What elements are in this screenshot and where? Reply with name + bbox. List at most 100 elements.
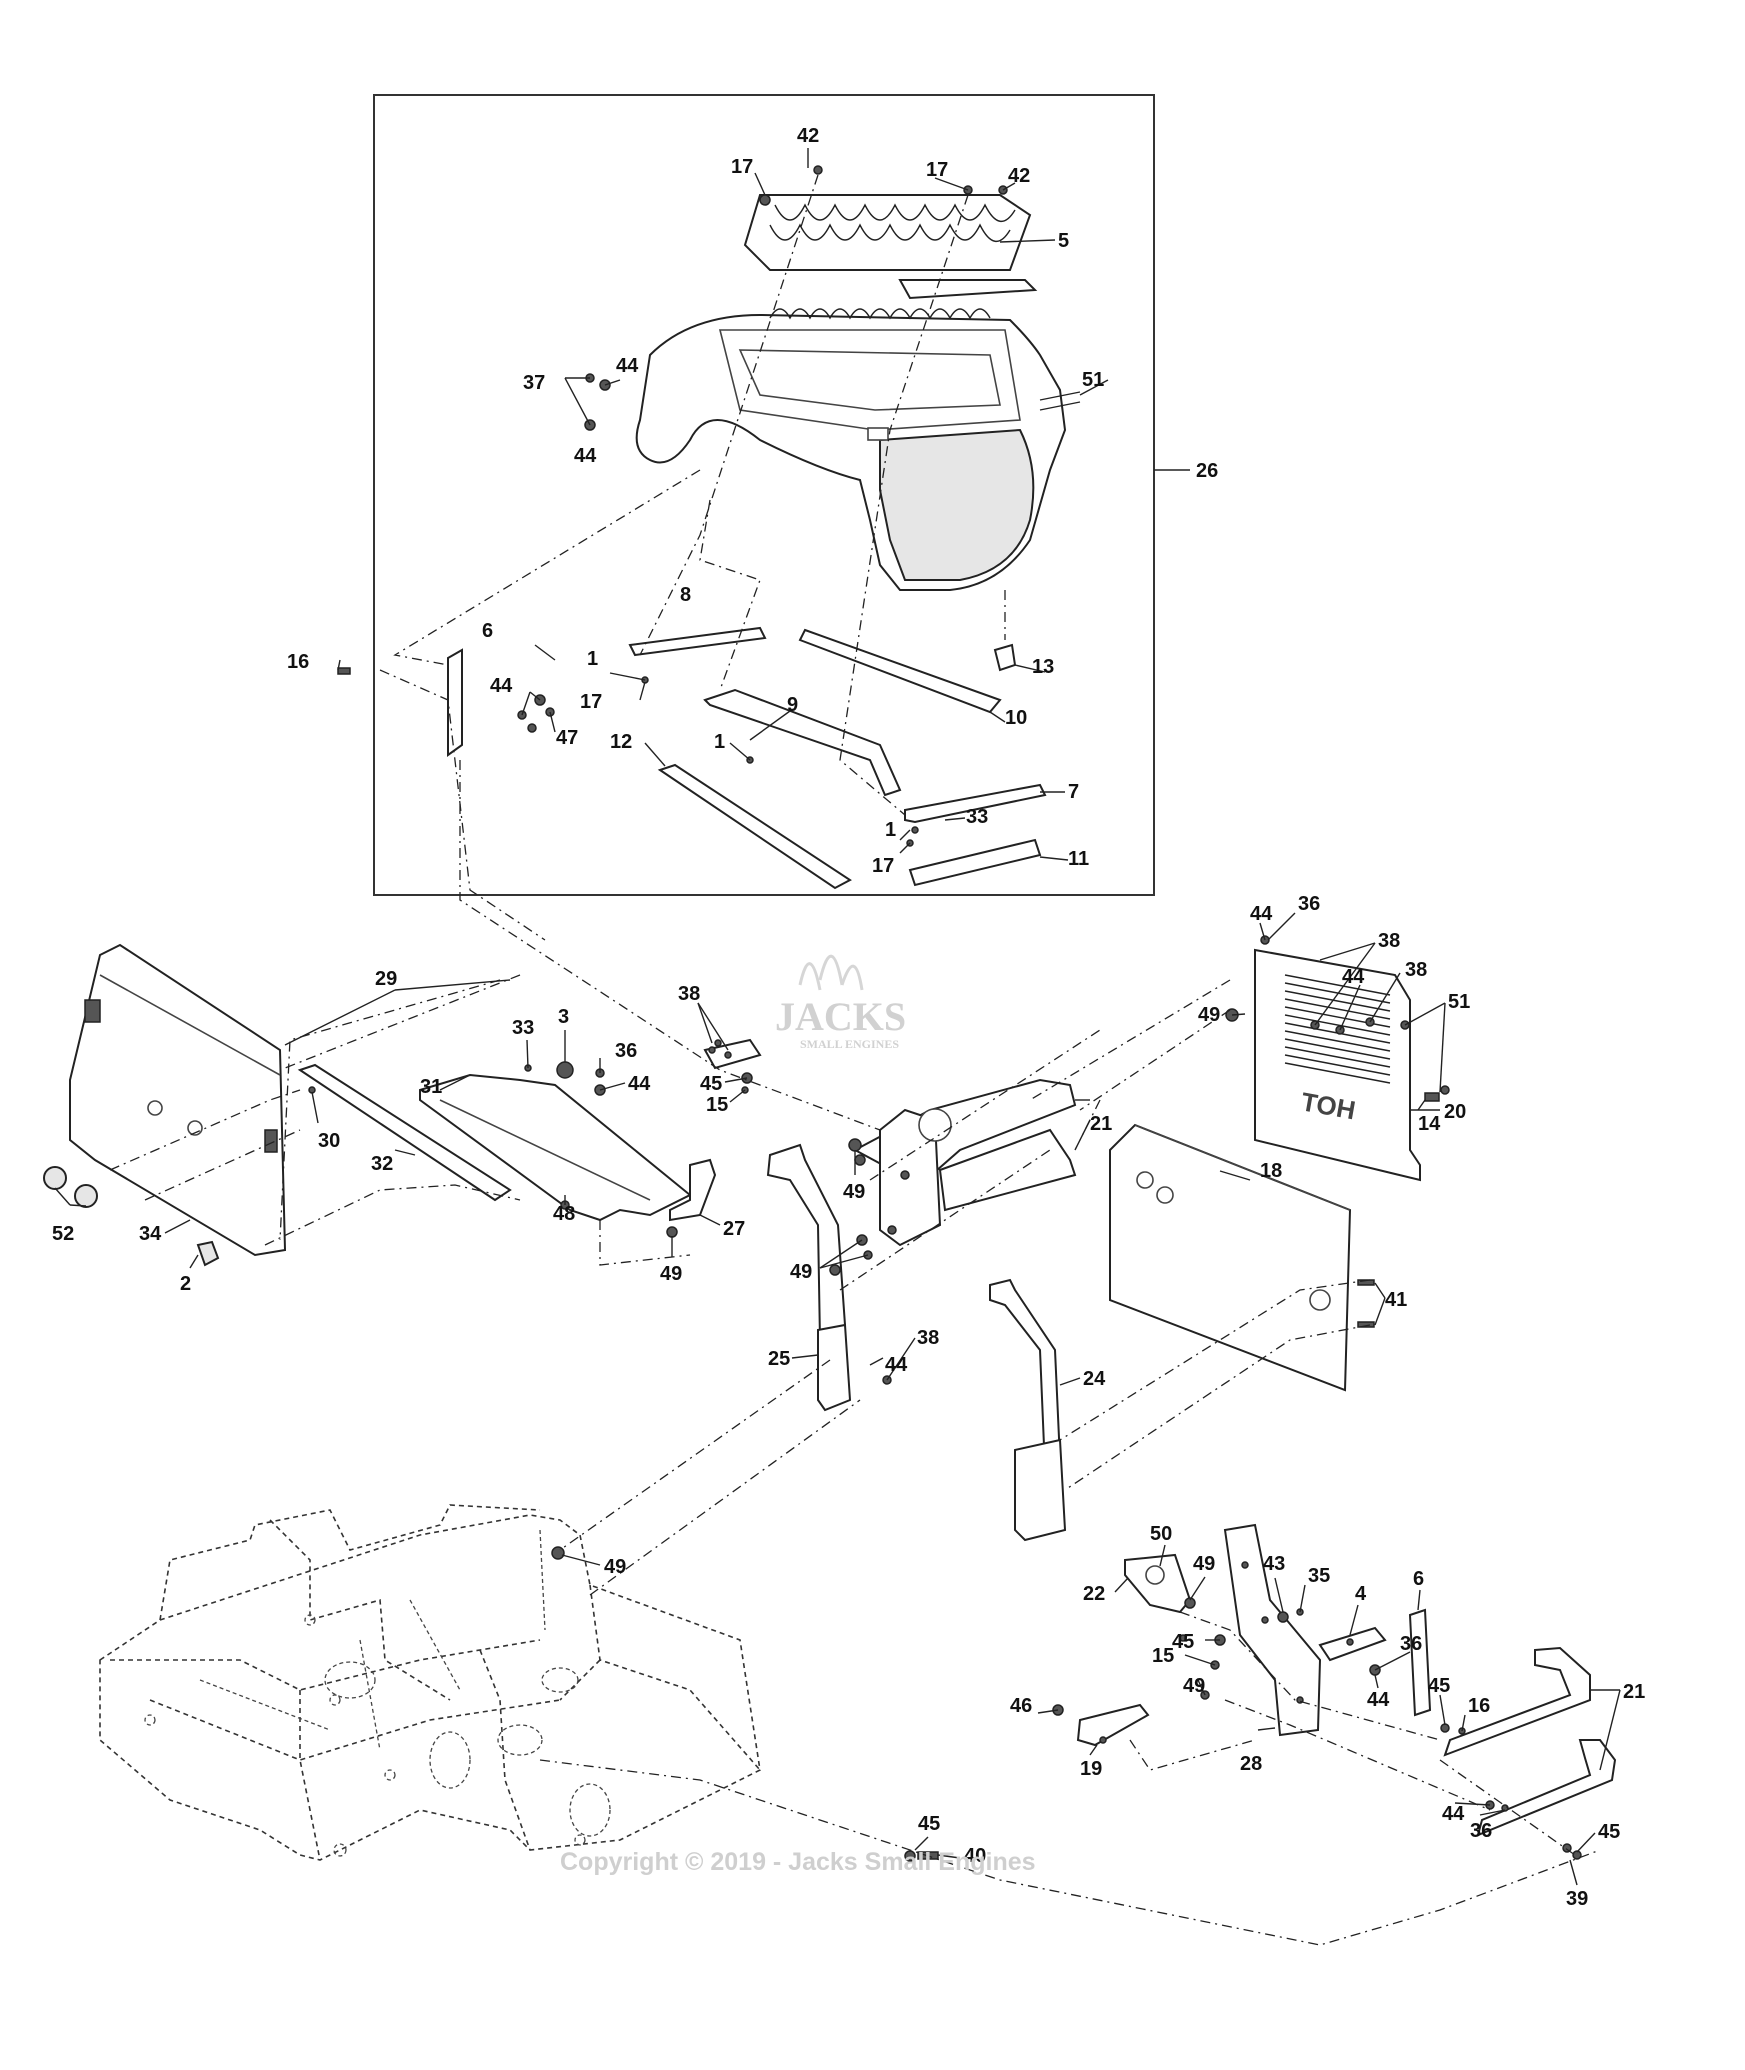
part-28-plate xyxy=(1223,1523,1322,1737)
label-11: 11 xyxy=(1068,848,1089,870)
label-46: 46 xyxy=(1010,1695,1032,1717)
label-5: 5 xyxy=(1058,230,1069,252)
part-26-housing xyxy=(635,308,1067,591)
center-fasteners xyxy=(708,1039,892,1385)
label-3: 3 xyxy=(558,1006,569,1028)
label-38: 38 xyxy=(1405,959,1427,981)
part-19-bracket xyxy=(1076,1703,1150,1747)
label-37: 37 xyxy=(523,372,545,394)
part-27-bracket xyxy=(669,1158,717,1222)
label-49: 49 xyxy=(1183,1675,1205,1697)
part-11-rail xyxy=(908,838,1042,887)
label-42: 42 xyxy=(1008,165,1030,187)
part-14-fastener xyxy=(1424,1085,1450,1102)
label-43: 43 xyxy=(1263,1553,1285,1575)
part-25-bracket xyxy=(766,1143,852,1412)
label-32: 32 xyxy=(371,1153,393,1175)
label-44: 44 xyxy=(490,675,513,697)
part-10-strip xyxy=(798,628,1002,714)
label-44: 44 xyxy=(616,355,639,377)
part-21-upper-bracket xyxy=(852,1078,1077,1247)
part-13-connector xyxy=(993,643,1017,672)
label-18: 18 xyxy=(1260,1160,1282,1182)
label-49: 49 xyxy=(790,1261,812,1283)
label-48: 48 xyxy=(553,1203,575,1225)
part-9-bracket xyxy=(703,688,902,797)
label-30: 30 xyxy=(318,1130,340,1152)
label-14: 14 xyxy=(1418,1113,1441,1135)
label-51: 51 xyxy=(1448,991,1470,1013)
label-36: 36 xyxy=(1298,893,1320,915)
label-36: 36 xyxy=(1470,1820,1492,1842)
label-16: 16 xyxy=(287,651,309,673)
label-6: 6 xyxy=(482,620,493,642)
label-leaders xyxy=(54,148,1621,1886)
label-15: 15 xyxy=(1152,1645,1174,1667)
label-49: 49 xyxy=(660,1263,682,1285)
label-38: 38 xyxy=(917,1327,939,1349)
label-44: 44 xyxy=(628,1073,651,1095)
part-34-side-panel xyxy=(69,943,287,1257)
label-51: 51 xyxy=(1082,369,1104,391)
label-7: 7 xyxy=(1068,781,1079,803)
box-dash-lines xyxy=(379,174,1006,941)
label-21: 21 xyxy=(1623,1681,1645,1703)
label-15: 15 xyxy=(706,1094,728,1116)
label-34: 34 xyxy=(139,1223,162,1245)
callout-26: 26 xyxy=(1196,460,1218,482)
label-9: 9 xyxy=(787,694,798,716)
label-44: 44 xyxy=(885,1354,908,1376)
label-21: 21 xyxy=(1090,1113,1112,1135)
label-52: 52 xyxy=(52,1223,74,1245)
label-36: 36 xyxy=(615,1040,637,1062)
label-17: 17 xyxy=(872,855,894,877)
label-49: 49 xyxy=(1193,1553,1215,1575)
label-41: 41 xyxy=(1385,1289,1407,1311)
label-36: 36 xyxy=(1400,1633,1422,1655)
label-40: 40 xyxy=(964,1845,986,1867)
label-2: 2 xyxy=(180,1273,191,1295)
label-10: 10 xyxy=(1005,707,1027,729)
label-17: 17 xyxy=(926,159,948,181)
label-33: 33 xyxy=(966,806,988,828)
label-28: 28 xyxy=(1240,1753,1262,1775)
watermark-logo-text: JACKS xyxy=(775,994,906,1039)
label-1: 1 xyxy=(714,731,725,753)
part-22-bracket xyxy=(1124,1553,1192,1614)
label-24: 24 xyxy=(1083,1368,1106,1390)
label-13: 13 xyxy=(1032,656,1054,678)
chassis-frame xyxy=(99,1504,761,1861)
label-45: 45 xyxy=(700,1073,722,1095)
watermark-copyright: Copyright © 2019 - Jacks Small Engines xyxy=(560,1848,1036,1876)
part-52-grommets xyxy=(43,1166,98,1208)
part-20-grille-panel: TOH xyxy=(1254,948,1421,1182)
label-38: 38 xyxy=(1378,930,1400,952)
part-24-bracket xyxy=(989,1278,1067,1542)
label-38: 38 xyxy=(678,983,700,1005)
part-7-bracket xyxy=(904,783,1047,824)
label-19: 19 xyxy=(1080,1758,1102,1780)
label-45: 45 xyxy=(1172,1631,1194,1653)
part-32-rail xyxy=(297,1063,512,1202)
part-4-plate xyxy=(1318,1626,1387,1662)
part-2-clip xyxy=(196,1240,220,1267)
assembly-dash-lines xyxy=(109,760,1601,1946)
part-38-small-plate xyxy=(703,1038,762,1070)
part-31-tray xyxy=(419,1073,692,1222)
box-fasteners xyxy=(337,165,1081,847)
label-27: 27 xyxy=(723,1218,745,1240)
label-49: 49 xyxy=(843,1181,865,1203)
label-22: 22 xyxy=(1083,1583,1105,1605)
label-50: 50 xyxy=(1150,1523,1172,1545)
watermark-logo-subtext: SMALL ENGINES xyxy=(800,1037,899,1051)
label-1: 1 xyxy=(587,648,598,670)
label-44: 44 xyxy=(1342,966,1365,988)
label-45: 45 xyxy=(918,1813,940,1835)
label-44: 44 xyxy=(1442,1803,1465,1825)
part-12-rail xyxy=(657,763,852,890)
label-17: 17 xyxy=(731,156,753,178)
label-16: 16 xyxy=(1468,1695,1490,1717)
label-44: 44 xyxy=(574,445,597,467)
part-6-upper-bracket xyxy=(447,648,463,757)
